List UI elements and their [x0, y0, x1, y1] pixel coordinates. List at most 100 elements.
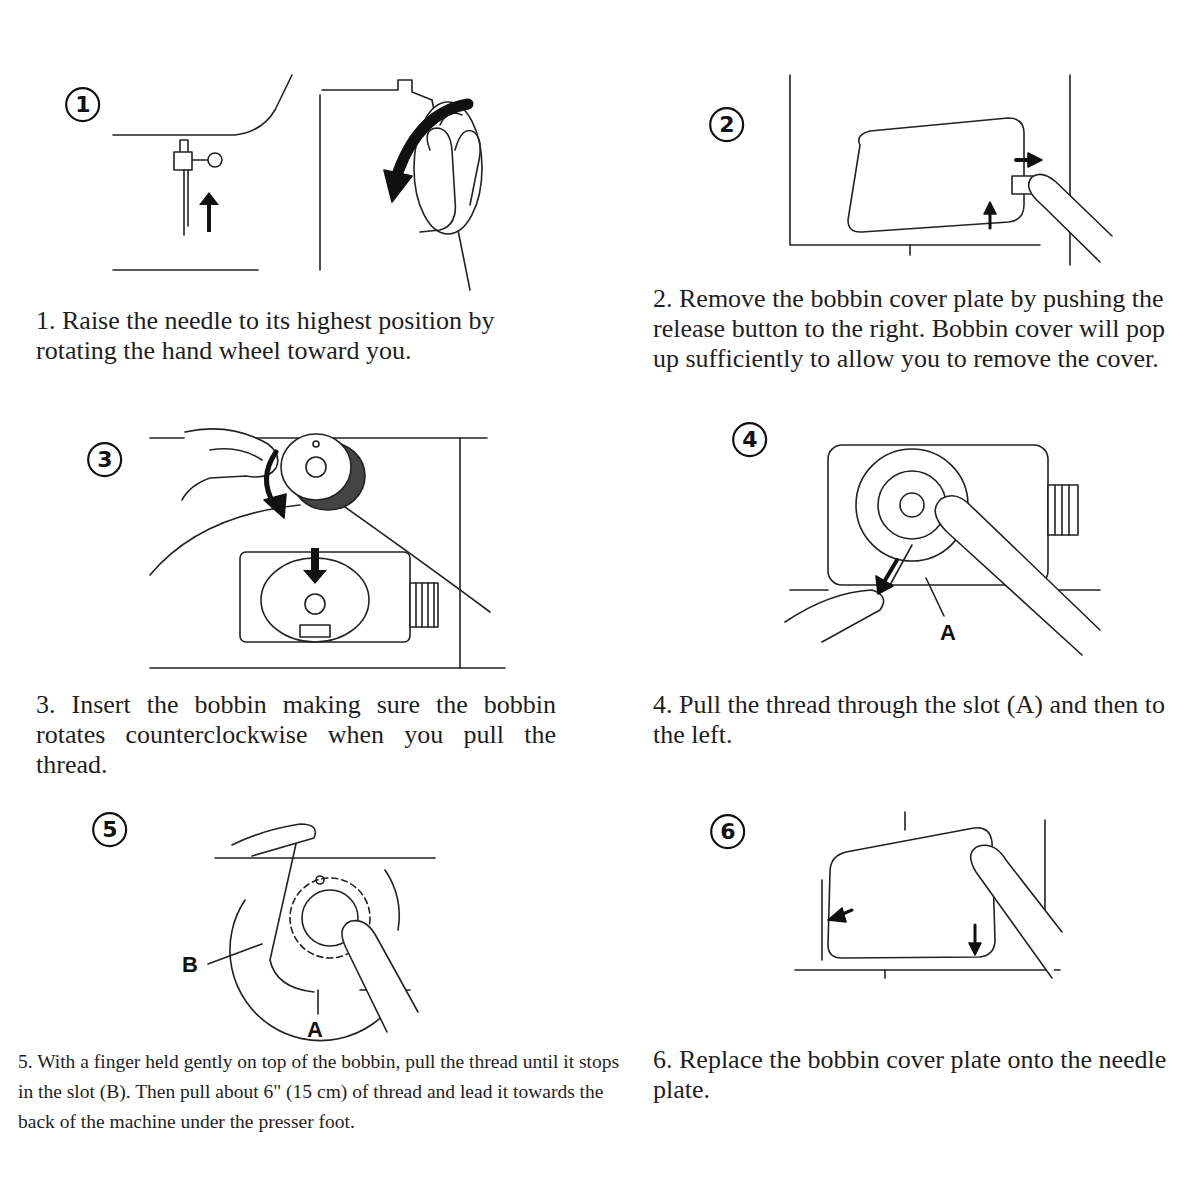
- callout-letter: B: [182, 952, 198, 978]
- hand-wheel-illustration-part: [398, 104, 468, 172]
- cover-replace-illustration-part: [828, 828, 995, 958]
- needle-illustration-part: [113, 75, 292, 135]
- bobbin-insert-illustration-part: [335, 500, 490, 612]
- callout-letter: A: [940, 620, 956, 646]
- bobbin-insert-illustration-part: [182, 429, 278, 500]
- hand-wheel-illustration-part: [384, 170, 412, 202]
- step-number-text: 1: [75, 92, 90, 117]
- step-number: 2: [709, 107, 744, 142]
- bobbin-insert-illustration-part: [305, 594, 325, 614]
- needle-illustration-part: [113, 269, 258, 271]
- thread-pull-illustration: [208, 824, 435, 1041]
- step-caption: 5. With a finger held gently on top of t…: [18, 1047, 633, 1137]
- thread-pull-illustration-part: [208, 944, 262, 964]
- cover-replace-illustration-part: [884, 970, 886, 978]
- needle-illustration-part: [199, 192, 219, 232]
- bobbin-insert-illustration-part: [459, 438, 461, 668]
- hand-wheel-illustration-part: [420, 128, 455, 232]
- cover-removal-illustration-part: [1028, 153, 1042, 167]
- cover-removal-illustration-part: [984, 202, 996, 214]
- hand-wheel-illustration-part: [319, 95, 321, 270]
- needle-illustration-part: [174, 152, 192, 170]
- needle-illustration-part: [183, 170, 185, 235]
- cover-removal-illustration-part: [1029, 174, 1112, 262]
- step-number: 6: [710, 814, 745, 849]
- bobbin-insert-illustration-part: [150, 667, 505, 669]
- step-circle-outline: [89, 444, 122, 477]
- step-caption: 6. Replace the bobbin cover plate onto t…: [653, 1045, 1181, 1105]
- thread-pull-illustration-part: [270, 826, 314, 992]
- thread-slot-illustration-part: [1048, 485, 1078, 535]
- thread-pull-illustration-part: [342, 921, 418, 1032]
- step-number: 4: [732, 422, 767, 457]
- cover-removal-illustration-part: [790, 75, 1040, 245]
- thread-pull-illustration-part: [385, 870, 399, 930]
- step-caption: 2. Remove the bobbin cover plate by push…: [653, 284, 1181, 374]
- bobbin-insert-illustration-part: [266, 452, 276, 504]
- step-number-text: 4: [742, 427, 757, 452]
- thread-slot-illustration: [785, 445, 1100, 655]
- bobbin-insert-illustration-part: [264, 494, 286, 518]
- bobbin-insert-illustration-part: [210, 449, 262, 460]
- thread-slot-illustration-part: [785, 590, 884, 642]
- step-circle-outline: [67, 89, 100, 122]
- bobbin-insert-illustration-part: [416, 583, 434, 627]
- bobbin-insert-illustration-part: [300, 625, 330, 637]
- thread-slot-illustration-part: [876, 576, 893, 594]
- step-caption: 3. Insert the bobbin making sure the bob…: [36, 690, 556, 780]
- bobbin-insert-illustration: [150, 429, 505, 668]
- bobbin-insert-illustration-part: [306, 457, 326, 477]
- cover-removal-illustration: [790, 75, 1112, 265]
- cover-replace-illustration-part: [904, 812, 906, 830]
- step-caption: 1. Raise the needle to its highest posit…: [36, 306, 564, 366]
- step-circle-outline: [734, 424, 767, 457]
- bobbin-insert-illustration-part: [240, 552, 410, 642]
- step-caption: 4. Pull the thread through the slot (A) …: [653, 690, 1181, 750]
- thread-pull-illustration-part: [215, 857, 435, 859]
- thread-slot-illustration-part: [926, 578, 944, 616]
- needle-illustration: [113, 75, 292, 270]
- step-number-text: 2: [719, 112, 734, 137]
- step-number: 5: [92, 812, 127, 847]
- hand-wheel-illustration-part: [322, 80, 432, 100]
- step-number-text: 6: [720, 819, 735, 844]
- step-number: 3: [87, 442, 122, 477]
- callout-letter: A: [307, 1017, 323, 1043]
- cover-replace-illustration-part: [795, 969, 1060, 971]
- needle-illustration-part: [208, 153, 222, 167]
- thread-slot-illustration-part: [1055, 485, 1069, 535]
- thread-slot-illustration-part: [900, 493, 924, 517]
- cover-removal-illustration-part: [848, 118, 1024, 232]
- thread-pull-illustration-part: [317, 990, 319, 1014]
- step-number: 1: [65, 87, 100, 122]
- cover-removal-illustration-part: [909, 245, 911, 255]
- step-number-text: 3: [97, 447, 112, 472]
- cover-replace-illustration-part: [974, 925, 977, 945]
- step-number-text: 5: [102, 817, 117, 842]
- cover-replace-illustration-part: [821, 880, 823, 960]
- thread-pull-illustration-part: [232, 824, 315, 856]
- cover-replace-illustration: [795, 812, 1062, 978]
- needle-illustration-part: [187, 170, 189, 226]
- bobbin-insert-illustration-part: [303, 548, 327, 584]
- thread-slot-illustration-part: [935, 496, 1100, 655]
- cover-replace-illustration-part: [828, 908, 846, 922]
- needle-illustration-part: [192, 159, 209, 161]
- hand-wheel-illustration-part: [455, 130, 480, 205]
- bobbin-insert-illustration-part: [410, 583, 438, 627]
- step-circle-outline: [712, 816, 745, 849]
- hand-wheel-illustration: [320, 80, 482, 290]
- thread-slot-illustration-part: [884, 560, 897, 582]
- step-circle-outline: [94, 814, 127, 847]
- cover-replace-illustration-part: [971, 845, 1062, 978]
- bobbin-insert-illustration-part: [281, 434, 351, 500]
- bobbin-insert-illustration-part: [313, 441, 319, 447]
- cover-removal-illustration-part: [1069, 75, 1071, 265]
- step-circle-outline: [711, 109, 744, 142]
- cover-replace-illustration-part: [969, 943, 981, 955]
